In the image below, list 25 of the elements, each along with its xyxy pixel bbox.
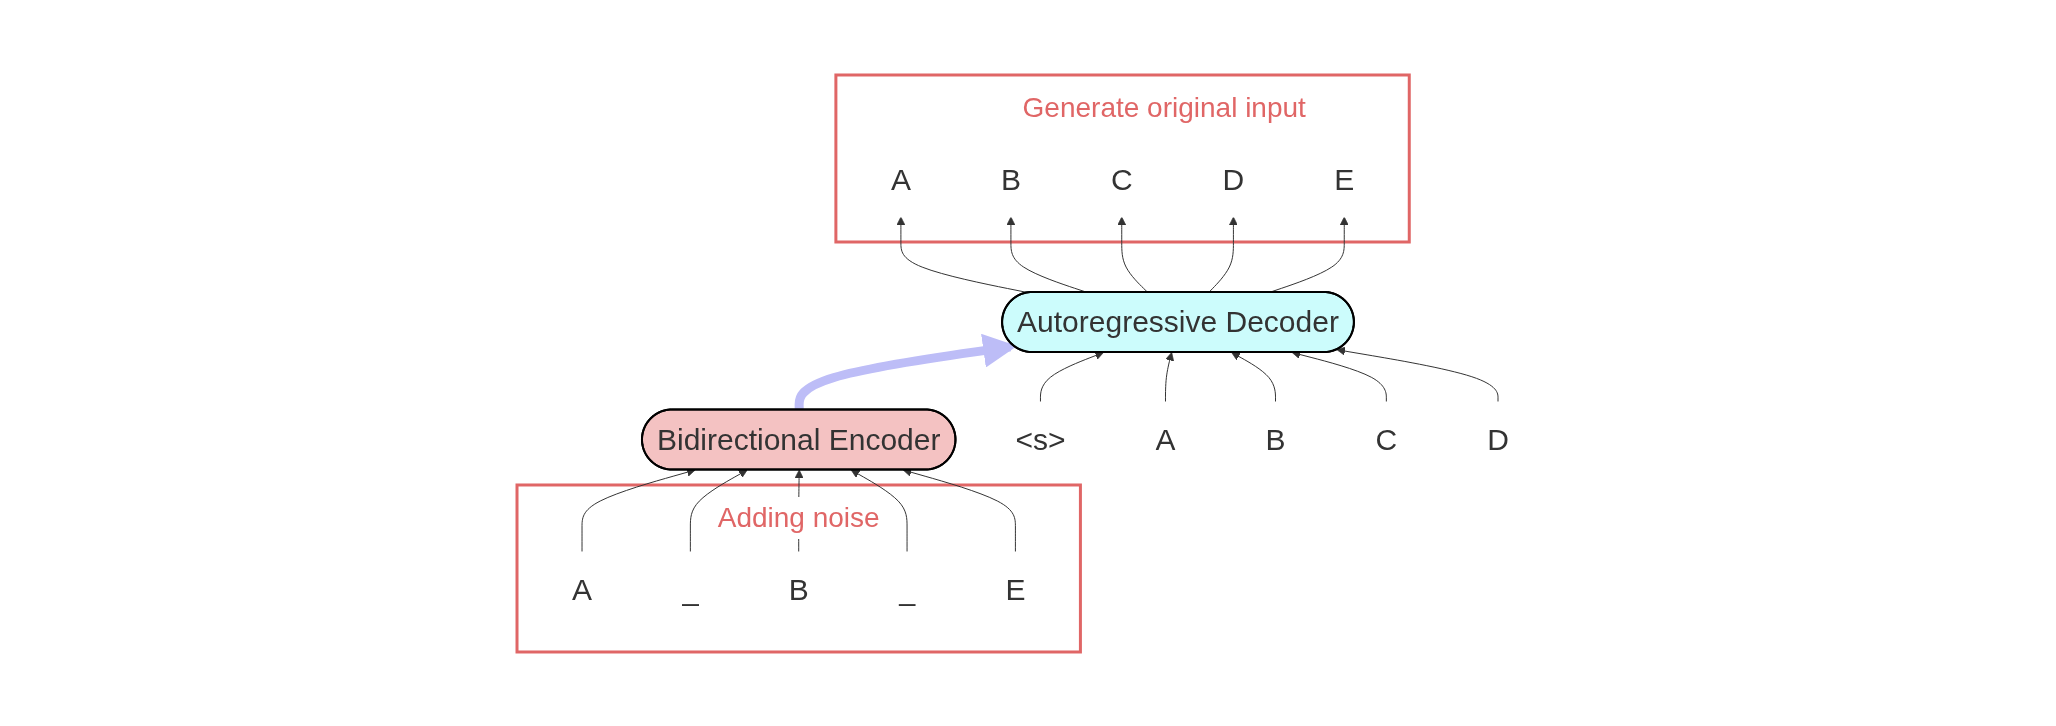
arrow: [1208, 216, 1238, 293]
node-text: _: [898, 572, 916, 606]
arrow: [1231, 351, 1277, 402]
arrow: [581, 467, 696, 552]
arrow: [1117, 216, 1149, 293]
node-text: <s>: [1015, 422, 1066, 456]
node-text: D: [1222, 162, 1245, 196]
node-text: D: [1487, 422, 1509, 456]
node-text: C: [1375, 422, 1398, 456]
node-text: _: [682, 572, 699, 606]
node-text: B: [1000, 162, 1021, 196]
node-text: B: [1265, 422, 1286, 456]
arrow: [902, 467, 1016, 552]
node-text: B: [788, 572, 809, 606]
arrow: [1336, 346, 1499, 402]
arrow: [850, 469, 908, 552]
arrow: [1165, 351, 1175, 402]
node-text: E: [1334, 162, 1355, 196]
arrow: [689, 469, 748, 552]
node-text: A: [1155, 422, 1176, 456]
node-text: A: [572, 572, 593, 606]
arrow: [1040, 350, 1104, 402]
node-text: C: [1110, 162, 1133, 196]
node-text: A: [890, 162, 911, 196]
node-text: E: [1005, 572, 1026, 606]
